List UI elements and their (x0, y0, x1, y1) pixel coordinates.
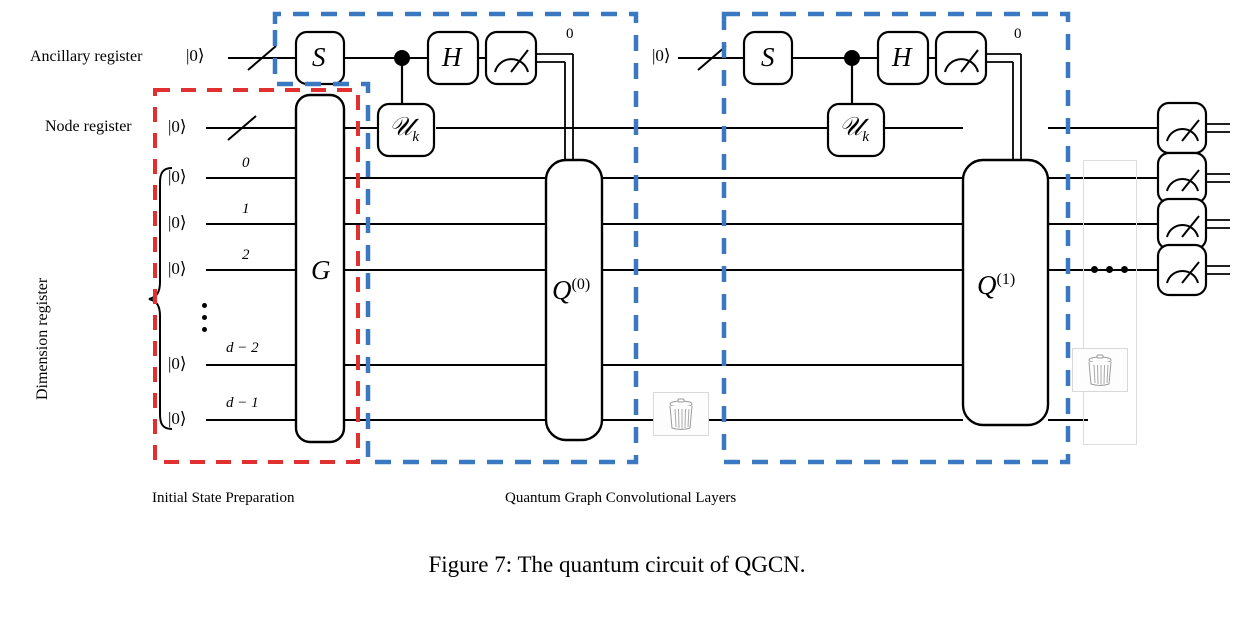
control-dot-layer0 (394, 50, 410, 66)
measure-needle-out-3 (1181, 261, 1200, 284)
measure-arc-out-3 (1166, 270, 1199, 284)
gate-label-Q0: Q(0) (552, 275, 590, 306)
dimension-register-label: Dimension register (34, 277, 51, 400)
gate-box-Uk-layer1[interactable] (826, 102, 886, 158)
wire-number-d-1: d − 1 (226, 395, 259, 411)
measure-arc-out-2 (1166, 224, 1199, 238)
gate-box-Q1[interactable] (961, 158, 1050, 427)
measure-result-label-layer0: 0 (566, 26, 574, 42)
gate-box-G[interactable] (294, 93, 346, 444)
gate-box-Q0[interactable] (544, 158, 604, 442)
gate-box-measure-layer1[interactable] (934, 30, 988, 86)
horizontal-ellipsis-icon (1091, 266, 1128, 273)
measure-needle-layer0 (510, 49, 529, 73)
ellipsis-column-box (1083, 160, 1137, 445)
wire-number-2: 2 (242, 247, 250, 263)
gate-box-S-layer1[interactable] (742, 30, 794, 86)
ancillary-register-label: Ancillary register (30, 48, 143, 65)
qgc-layer-0-box (272, 11, 639, 465)
wire-number-0: 0 (242, 155, 250, 171)
wire-slash-node (227, 115, 257, 141)
wire-number-1: 1 (242, 201, 250, 217)
dimension-ket-0: |0⟩ (168, 167, 187, 186)
gate-box-measure-layer0[interactable] (484, 30, 538, 86)
measure-needle-layer1 (960, 49, 979, 73)
control-dot-layer1 (844, 50, 860, 66)
node-register-ket: |0⟩ (168, 117, 187, 136)
gate-label-Uk-layer0-base: 𝒰 (389, 112, 413, 141)
dimension-register-brace (148, 167, 173, 430)
trash-can-glyph (669, 398, 693, 430)
gate-label-Q1: Q(1) (977, 270, 1015, 301)
gate-label-Uk-layer0-sub: k (412, 129, 420, 146)
measure-arc-out-1 (1166, 178, 1199, 192)
measure-needle-out-2 (1181, 215, 1200, 238)
gate-label-H-layer0: H (442, 42, 462, 72)
gate-box-H-layer1[interactable] (876, 30, 930, 86)
qgc-layer-1-box (721, 11, 1071, 465)
gate-label-H-layer1: H (892, 42, 912, 72)
dimension-ket-1: |0⟩ (168, 213, 187, 232)
figure-caption: Figure 7: The quantum circuit of QGCN. (428, 552, 806, 577)
measure-arc-layer1 (944, 58, 979, 73)
gate-label-Q1-base: Q (977, 270, 997, 300)
ancillary-register-ket: |0⟩ (186, 46, 205, 65)
gate-label-S-layer0: S (312, 42, 326, 72)
node-register-label: Node register (45, 118, 132, 135)
gate-label-Q0-base: Q (552, 275, 572, 305)
classical-wires (519, 53, 1230, 275)
measure-needle-out-0 (1181, 119, 1200, 142)
gate-label-S-layer1: S (761, 42, 775, 72)
measure-result-label-layer1: 0 (1014, 26, 1022, 42)
gate-box-H-layer0[interactable] (426, 30, 480, 86)
measure-arc-layer0 (494, 58, 529, 73)
wire-slash-ancillary (247, 45, 277, 71)
gate-label-Uk-layer1: 𝒰k (839, 112, 869, 146)
gate-box-Uk-layer0[interactable] (376, 102, 436, 158)
trash-can-icon-layer1 (1072, 348, 1128, 392)
initial-state-preparation-box (153, 88, 360, 464)
dimension-ket-3: |0⟩ (168, 354, 187, 373)
measure-needle-out-1 (1181, 169, 1200, 192)
trash-can-glyph-2 (1088, 354, 1112, 386)
dimension-ket-2: |0⟩ (168, 259, 187, 278)
caption-initial-state-preparation: Initial State Preparation (152, 490, 295, 506)
ancillary-register-ket-layer1: |0⟩ (652, 46, 671, 65)
caption-quantum-graph-convolutional-layers: Quantum Graph Convolutional Layers (505, 490, 737, 506)
gate-label-Uk-layer1-base: 𝒰 (839, 112, 863, 141)
vertical-ellipsis-icon (202, 303, 207, 339)
gate-label-Q1-exp: (1) (996, 271, 1016, 288)
trash-can-icon-layer0 (653, 392, 709, 436)
wire-slash-ancillary-1 (697, 45, 727, 71)
wire-number-d-2: d − 2 (226, 340, 259, 356)
output-measure-gates (1156, 101, 1208, 297)
gate-label-Uk-layer1-sub: k (862, 129, 870, 146)
gate-label-G: G (311, 255, 331, 285)
gate-label-Uk-layer0: 𝒰k (389, 112, 419, 146)
dimension-ket-4: |0⟩ (168, 409, 187, 428)
gate-label-Q0-exp: (0) (571, 276, 591, 293)
measure-arc-out-0 (1166, 128, 1199, 142)
